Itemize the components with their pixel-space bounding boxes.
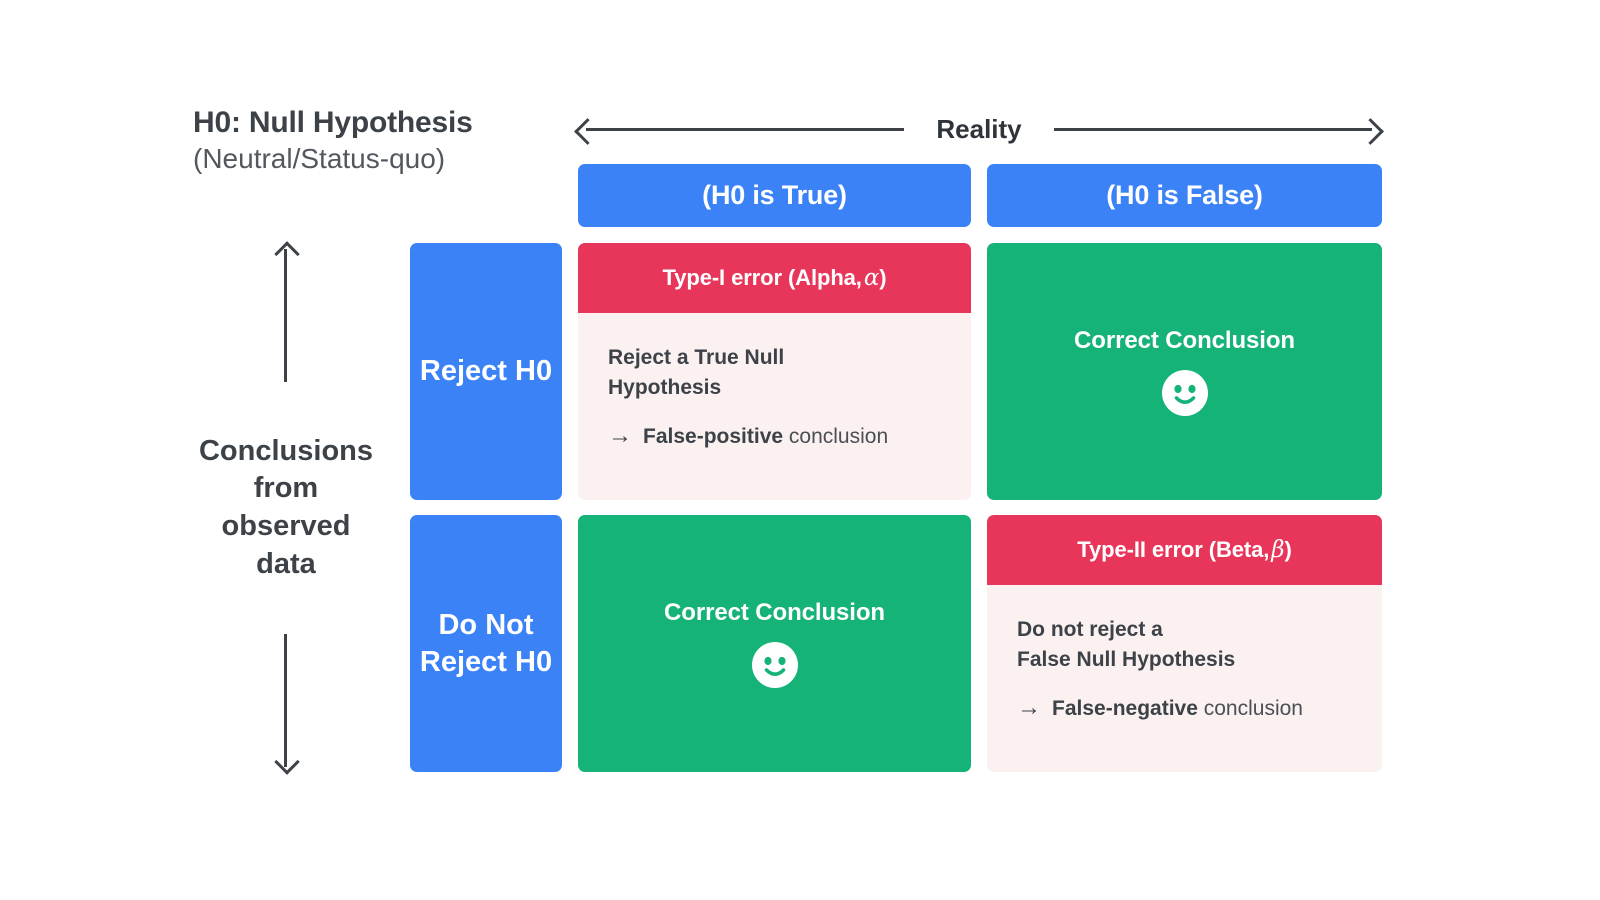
row-header-reject-h0: Reject H0 [410, 243, 562, 500]
conclusions-axis: Conclusions from observed data [186, 241, 386, 775]
type-2-error-header-text: Type-II error (Beta, [1077, 537, 1270, 562]
conclusions-axis-label: Conclusions from observed data [198, 434, 373, 580]
type-1-error-header: Type-I error (Alpha, α ) [578, 243, 971, 313]
row-header-do-not-reject-h0: Do Not Reject H0 [410, 515, 562, 772]
cell-type-1-error: Type-I error (Alpha, α ) Reject a True N… [578, 243, 971, 500]
type-1-error-header-text: Type-I error (Alpha, [662, 265, 862, 290]
type-2-error-header: Type-II error (Beta, β ) [987, 515, 1382, 585]
smiley-face-icon [751, 641, 798, 688]
type-2-error-header-close: ) [1284, 537, 1292, 562]
arrow-right-icon [1044, 117, 1384, 145]
beta-symbol: β [1271, 537, 1285, 563]
type-1-error-outcome: → False-positive conclusion [608, 421, 943, 449]
cell-correct-conclusion-bottom-left: Correct Conclusion [578, 515, 971, 772]
arrow-right-small-icon: → [608, 421, 632, 449]
type-1-error-header-close: ) [879, 265, 887, 290]
arrow-left-icon [574, 117, 914, 145]
type-2-error-description: Do not reject a False Null Hypothesis [1017, 618, 1236, 671]
arrow-up-icon [271, 241, 301, 388]
correct-conclusion-label: Correct Conclusion [1074, 326, 1295, 354]
type-1-error-outcome-strong: False-positive [643, 424, 784, 448]
column-header-h0-false: (H0 is False) [987, 164, 1382, 227]
type-2-error-outcome-rest: conclusion [1203, 696, 1303, 720]
page-subtitle: (Neutral/Status-quo) [193, 142, 446, 174]
reality-axis: Reality [574, 108, 1384, 150]
page-title: H0: Null Hypothesis [193, 106, 473, 139]
arrow-down-icon [271, 628, 301, 775]
type-1-error-description: Reject a True Null Hypothesis [608, 346, 785, 399]
column-header-h0-true: (H0 is True) [578, 164, 971, 227]
smiley-face-icon [1161, 369, 1208, 416]
cell-type-2-error: Type-II error (Beta, β ) Do not reject a… [987, 515, 1382, 772]
type-1-error-outcome-rest: conclusion [788, 424, 889, 448]
type-2-error-outcome-strong: False-negative [1052, 696, 1198, 720]
correct-conclusion-label: Correct Conclusion [664, 598, 885, 626]
alpha-symbol: α [863, 265, 880, 291]
null-hypothesis-title: H0: Null Hypothesis (Neutral/Status-quo) [193, 106, 553, 175]
reality-axis-label: Reality [936, 113, 1022, 144]
cell-correct-conclusion-top-right: Correct Conclusion [987, 243, 1382, 500]
arrow-right-small-icon: → [1017, 693, 1041, 721]
type-2-error-outcome: → False-negative conclusion [1017, 693, 1354, 721]
type-2-error-body: Do not reject a False Null Hypothesis → … [987, 585, 1382, 721]
type-1-error-body: Reject a True Null Hypothesis → False-po… [578, 313, 971, 449]
